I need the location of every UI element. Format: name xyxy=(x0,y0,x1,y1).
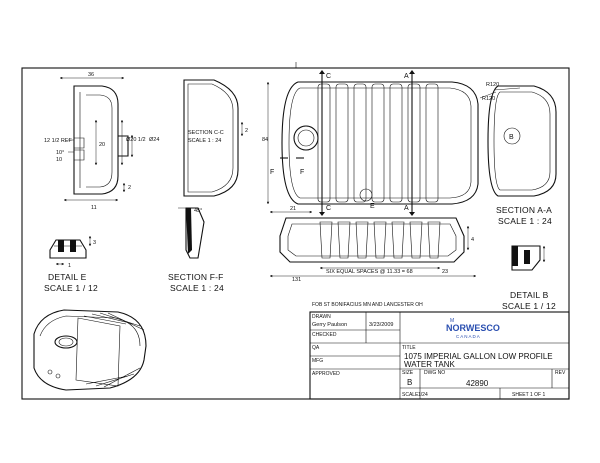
label-e: E xyxy=(370,203,375,210)
logo-mark: M xyxy=(450,318,454,324)
title-line-1: 1075 IMPERIAL GALLON LOW PROFILE xyxy=(404,352,553,361)
qa-label: QA xyxy=(312,345,320,351)
logo-sub: CANADA xyxy=(456,334,481,339)
fob-note: FOB ST BONIFACIUS MN AND LANCESTER OH xyxy=(312,302,423,308)
drawn-date: 3/23/2009 xyxy=(369,322,393,328)
side-view: 36 12 1/2 REF 10° 10 20 Ø20 1/2 Ø24 2 11 xyxy=(44,72,159,211)
manway-opening xyxy=(293,125,319,151)
sheet-number: SHEET 1 OF 1 xyxy=(512,392,545,398)
dwg-no-label: DWG NO xyxy=(424,370,445,376)
dim-11: 11 xyxy=(91,205,97,211)
dim-1-e: 1 xyxy=(68,263,71,269)
dim-23: 23 xyxy=(442,269,448,275)
scale-value: 1/24 xyxy=(418,392,428,398)
title-line-2: WATER TANK xyxy=(404,360,455,369)
title-block: DRAWN Gerry Paulson 3/23/2009 CHECKED QA… xyxy=(309,311,570,400)
dim-dia-24: Ø24 xyxy=(149,137,159,143)
section-f-f: 45° SECTION F-F SCALE 1 : 24 xyxy=(168,207,224,293)
dim-131: 131 xyxy=(292,277,301,283)
dim-21: 21 xyxy=(290,206,296,212)
iso-ribs xyxy=(75,312,145,388)
drawing-border xyxy=(21,67,570,400)
dim-12-ref: 12 1/2 REF xyxy=(44,138,72,144)
size-value: B xyxy=(407,378,412,387)
front-view: 21 131 SIX EQUAL SPACES @ 11.33 = 68 23 … xyxy=(269,206,477,283)
logo-text: NORWESCO xyxy=(446,323,500,333)
label-b: B xyxy=(509,134,514,141)
section-c-c: SECTION C-C SCALE 1 : 24 2 xyxy=(183,79,248,197)
dim-84: 84 xyxy=(262,137,268,143)
label-a-bottom: A xyxy=(404,205,409,212)
section-ff-caption: SECTION F-F xyxy=(168,272,224,282)
checked-label: CHECKED xyxy=(312,332,337,338)
label-c-bottom: C xyxy=(326,205,331,212)
detail-e-scale: SCALE 1 / 12 xyxy=(44,283,98,293)
drawn-label: DRAWN xyxy=(312,314,331,320)
section-ff-scale: SCALE 1 : 24 xyxy=(170,283,224,293)
rev-label: REV xyxy=(555,370,566,376)
size-label: SIZE xyxy=(402,370,414,376)
scale-label: SCALE xyxy=(402,392,419,398)
label-a-top: A xyxy=(404,73,409,80)
dim-2-cc: 2 xyxy=(245,128,248,134)
section-aa-caption: SECTION A-A xyxy=(496,205,552,215)
norwesco-logo: M NORWESCO CANADA xyxy=(446,318,500,339)
dim-10: 10 xyxy=(56,157,62,163)
isometric-view xyxy=(33,309,147,391)
detail-e: 3 1 DETAIL E SCALE 1 / 12 xyxy=(44,235,98,293)
dim-dia-20: Ø20 1/2 xyxy=(126,137,146,143)
front-ribs xyxy=(319,221,441,259)
dim-36: 36 xyxy=(88,72,94,78)
dwg-no: 42890 xyxy=(466,379,489,388)
title-label: TITLE xyxy=(402,345,416,351)
dim-45deg: 45° xyxy=(194,208,202,214)
iso-manway xyxy=(54,335,78,349)
dim-4: 4 xyxy=(471,237,474,243)
detail-b-scale: SCALE 1 / 12 xyxy=(502,301,556,311)
detail-b: DETAIL B SCALE 1 / 12 xyxy=(502,245,556,311)
drawn-by: Gerry Paulson xyxy=(312,322,347,328)
dim-3-e: 3 xyxy=(93,240,96,246)
section-aa-scale: SCALE 1 : 24 xyxy=(498,216,552,226)
detail-b-caption: DETAIL B xyxy=(510,290,549,300)
dim-r120-plan: R120 xyxy=(482,96,495,102)
dim-20: 20 xyxy=(99,142,105,148)
label-c-top: C xyxy=(326,73,331,80)
label-f-left: F xyxy=(270,169,274,176)
dim-2-side: 2 xyxy=(128,185,131,191)
section-cc-scale: SCALE 1 : 24 xyxy=(188,138,221,144)
section-a-a: R120 B SECTION A-A SCALE 1 : 24 xyxy=(486,82,557,226)
dim-six-spaces: SIX EQUAL SPACES @ 11.33 = 68 xyxy=(326,269,413,275)
detail-e-caption: DETAIL E xyxy=(48,272,87,282)
plan-ribs xyxy=(317,83,439,203)
label-f-right: F xyxy=(300,169,304,176)
approved-label: APPROVED xyxy=(312,371,340,377)
mfg-label: MFG xyxy=(312,358,323,364)
section-cc-caption: SECTION C-C xyxy=(188,130,224,136)
dim-r120-section: R120 xyxy=(486,82,499,88)
plan-view: 84 R120 C A C A F F E xyxy=(262,70,497,216)
dim-10deg: 10° xyxy=(56,150,64,156)
